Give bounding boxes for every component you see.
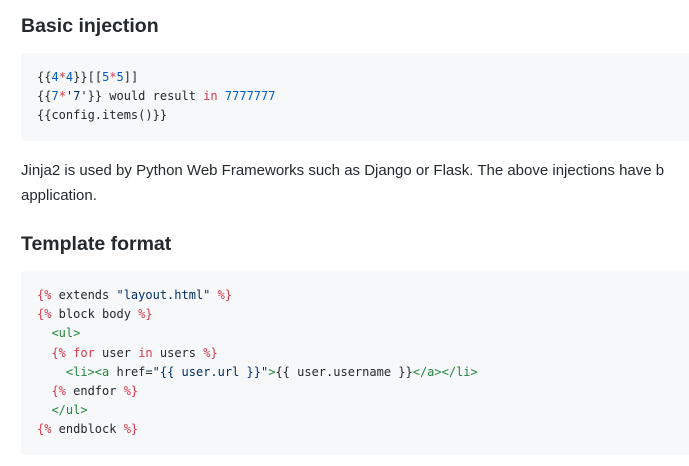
code-token: user <box>94 345 139 360</box>
code-token: endfor <box>65 383 124 398</box>
code-token <box>37 365 66 379</box>
code-token <box>218 89 225 103</box>
code-token: {{ user.username }} <box>275 364 413 379</box>
code-token: block body <box>51 307 139 322</box>
code-token: %} <box>138 307 153 322</box>
code-block-template-format: {% extends "layout.html" %}{% block body… <box>21 271 689 455</box>
code-token: endblock <box>51 422 124 437</box>
code-token: {{config.items()}} <box>37 108 168 123</box>
code-token: {% <box>37 307 52 322</box>
code-token: users <box>152 345 204 360</box>
code-token <box>37 326 51 340</box>
code-token <box>37 403 51 417</box>
code-token: {% <box>37 288 52 302</box>
code-token: 5 <box>116 70 124 84</box>
code-token: {% <box>51 345 66 360</box>
code-token: </ul> <box>51 403 88 418</box>
code-token <box>37 384 51 398</box>
code-token: 4 <box>65 70 74 84</box>
code-line: {{config.items()}} <box>37 106 689 125</box>
code-line: <ul> <box>37 324 689 343</box>
code-token: in <box>203 89 218 104</box>
code-token: ]] <box>123 70 139 84</box>
code-token: 7 <box>51 89 59 104</box>
code-token: extends <box>51 288 117 302</box>
code-token: {{ <box>37 70 52 84</box>
heading-basic-injection: Basic injection <box>21 15 159 37</box>
code-token: * <box>58 70 66 84</box>
code-token <box>37 346 51 360</box>
code-token: }} would result <box>87 89 204 104</box>
code-token: in <box>138 345 153 360</box>
code-token: "{{ user.url }}" <box>152 364 269 379</box>
code-token: * <box>109 70 117 84</box>
code-line: </ul> <box>37 401 689 420</box>
code-token: %} <box>203 345 218 360</box>
code-token: %} <box>123 383 139 398</box>
code-line: {{4*4}}[[5*5]] <box>37 68 689 87</box>
code-token: <ul> <box>51 326 81 341</box>
code-token: href= <box>109 364 153 379</box>
code-token: 7777777 <box>224 89 276 104</box>
code-line: {% endblock %} <box>37 420 689 439</box>
code-block-basic-injection: {{4*4}}[[5*5]]{{7*'7'}} would result in … <box>21 53 689 141</box>
code-line: {% extends "layout.html" %} <box>37 286 689 305</box>
code-token: for <box>73 345 95 360</box>
code-token: '7' <box>65 89 88 104</box>
code-line: <li><a href="{{ user.url }}">{{ user.use… <box>37 363 689 382</box>
code-token: > <box>268 364 276 379</box>
paragraph-line-1: Jinja2 is used by Python Web Frameworks … <box>21 162 665 179</box>
paragraph-line-2: application. <box>21 187 97 204</box>
code-token: }}[[ <box>73 70 103 84</box>
code-token: * <box>58 89 66 104</box>
code-token: {% <box>51 383 66 398</box>
code-token: {% <box>37 422 52 437</box>
code-token: %} <box>217 288 233 302</box>
code-token: "layout.html" <box>116 288 211 302</box>
code-token: 5 <box>102 70 110 84</box>
code-line: {% block body %} <box>37 305 689 324</box>
heading-template-format: Template format <box>21 233 172 255</box>
code-token: <li><a <box>65 364 110 379</box>
code-line: {% endfor %} <box>37 382 689 401</box>
code-line: {% for user in users %} <box>37 344 689 363</box>
code-line: {{7*'7'}} would result in 7777777 <box>37 87 689 106</box>
code-token: %} <box>123 422 139 437</box>
code-token: </a></li> <box>412 364 478 379</box>
code-token <box>210 288 217 302</box>
code-token: {{ <box>37 89 52 104</box>
code-token: 4 <box>51 70 59 84</box>
